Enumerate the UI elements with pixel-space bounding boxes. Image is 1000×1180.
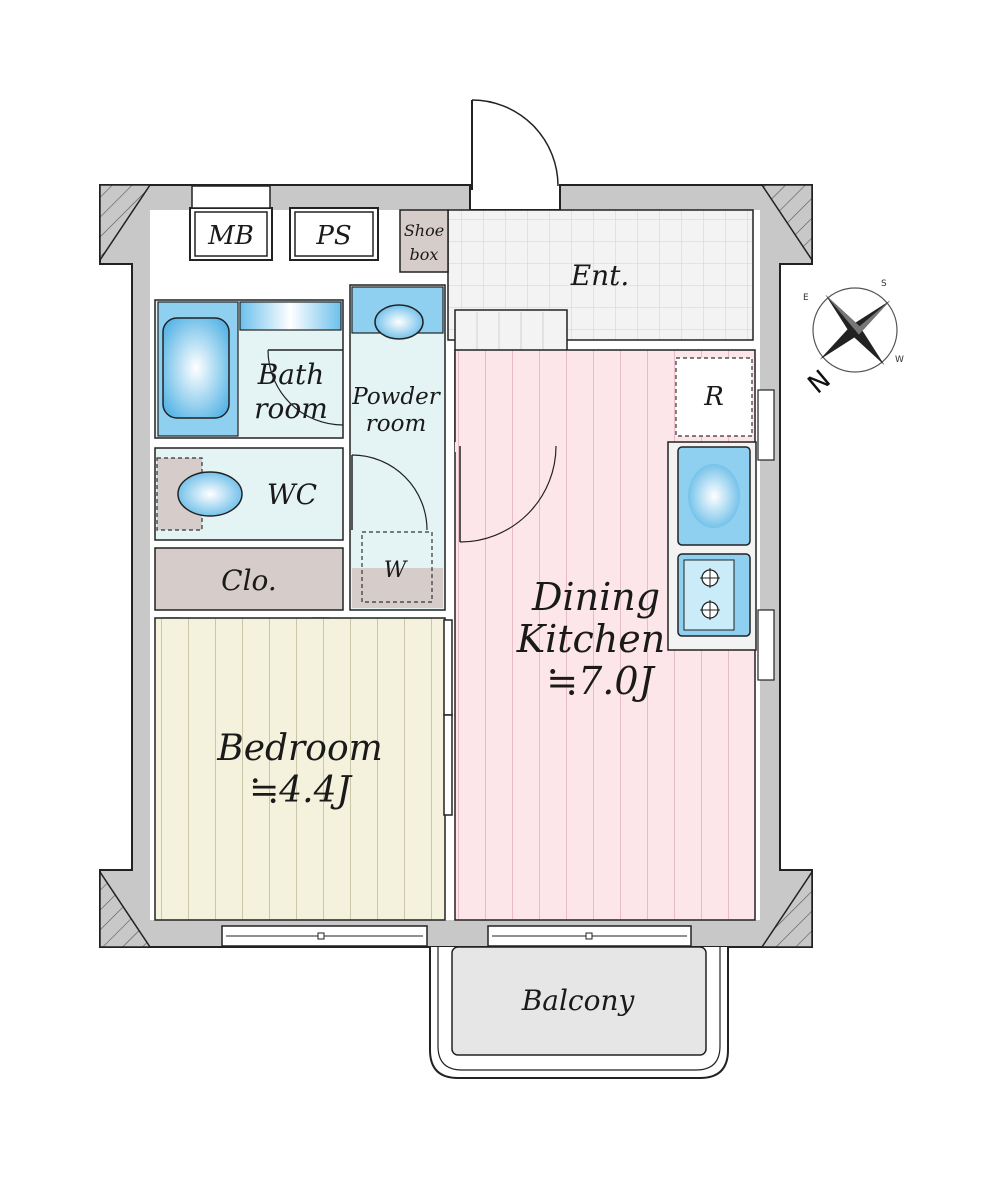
bedroom-window[interactable] [221,925,428,947]
compass-s: S [881,279,887,289]
sliding-partition[interactable] [443,619,453,816]
refrigerator-label: R [703,382,724,412]
side-window [757,389,775,681]
shoe-box [399,209,449,273]
dk-window[interactable] [487,925,692,947]
burner-icon [700,568,720,620]
balcony [451,946,707,1056]
compass-icon: E S W N [803,279,904,400]
bath-label-1: Bath [257,358,325,391]
ps-cabinet: PS [289,207,379,261]
corner-columns [99,184,813,948]
compass-e: E [803,293,809,303]
wc-label: WC [267,478,317,511]
mb-cabinet: MB [189,207,273,261]
entrance-label: Ent. [570,259,630,292]
shoe-box-label-2: box [410,245,439,264]
mb-label: MB [207,221,254,251]
bath-counter [239,301,342,331]
washer-label: W [384,558,409,583]
closet [154,547,344,611]
closet-label: Clo. [221,564,277,597]
compass-north-label: N [803,365,837,400]
balcony-label: Balcony [521,984,636,1017]
entry-door[interactable] [471,99,559,197]
mb-opening [191,185,271,209]
ps-label: PS [315,221,351,251]
dining-label-1: Dining [531,575,660,619]
dining-label-2: Kitchen [516,617,666,661]
bedroom [154,617,446,921]
dk-door[interactable] [459,445,557,543]
powder-label-1: Powder [351,384,441,410]
bedroom-label: Bedroom [216,728,383,769]
powder-door[interactable] [351,454,428,531]
bath-door[interactable] [267,349,344,426]
refrigerator-space [675,357,753,437]
powder-label-2: room [366,411,427,437]
bedroom-size: ≒4.4J [249,770,353,811]
compass-w: W [895,355,904,365]
toilet [177,471,243,517]
dining-size: ≒7.0J [546,659,655,703]
washer-space: W [352,531,443,608]
shoe-box-label-1: Shoe [404,221,444,240]
